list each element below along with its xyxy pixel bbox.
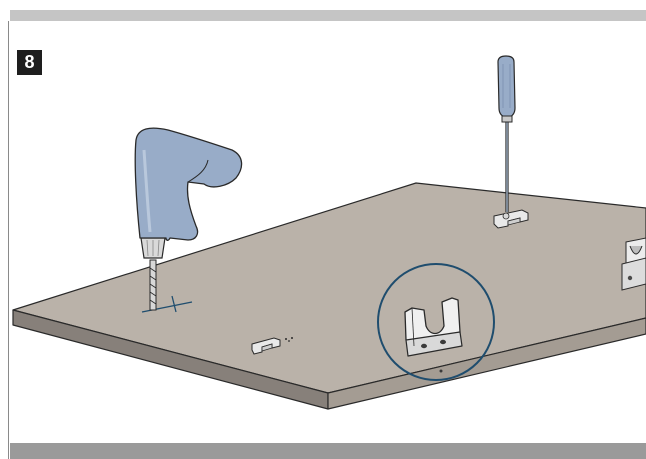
top-divider-bar (10, 10, 646, 21)
bracket-icon (621, 237, 646, 291)
bracket-icon (404, 297, 463, 357)
board (12, 182, 646, 410)
bracket-icon (493, 209, 529, 229)
board-top-surface (12, 182, 646, 394)
bracket-icon (251, 337, 293, 355)
detail-callout (377, 263, 495, 381)
left-margin-rule (8, 21, 9, 459)
screwdriver-icon (497, 55, 516, 212)
board-side-edge (327, 317, 646, 410)
bottom-divider-bar (10, 443, 646, 459)
step-number-badge: 8 (17, 50, 42, 75)
drill-icon (134, 127, 243, 311)
